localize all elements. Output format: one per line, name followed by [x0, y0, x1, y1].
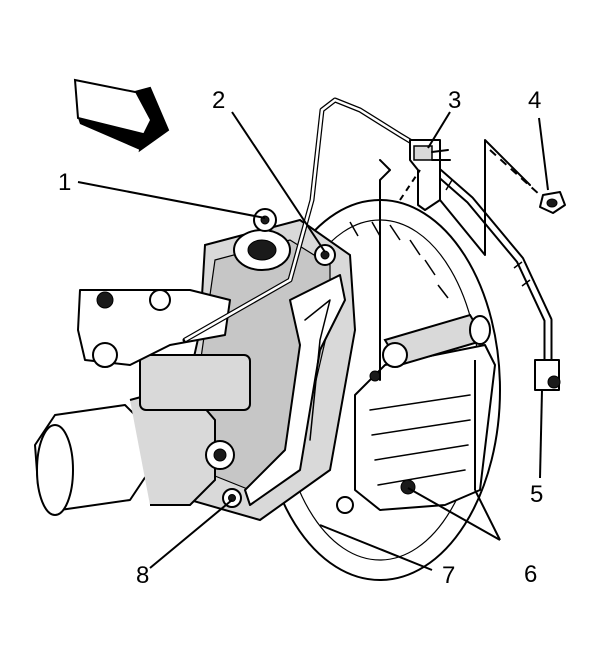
- brake-hose: [425, 160, 561, 391]
- leader-5: [539, 389, 543, 479]
- drive-shaft: [34, 354, 251, 516]
- leader-1: [77, 181, 266, 219]
- leader-6b: [474, 489, 501, 541]
- leader-lines: [77, 111, 549, 571]
- callout-7: 7: [442, 562, 455, 589]
- leader-2: [231, 111, 326, 253]
- suspension-arm: [77, 289, 231, 368]
- callout-3: 3: [448, 87, 461, 114]
- leader-7: [319, 524, 433, 571]
- alignment-lines: [379, 139, 541, 381]
- callout-6: 6: [524, 561, 537, 588]
- callout-5: 5: [530, 481, 543, 508]
- leader-6a: [407, 487, 501, 541]
- callout-8: 8: [136, 562, 149, 589]
- leader-4: [538, 117, 549, 191]
- brake-caliper: [354, 313, 496, 511]
- callout-2: 2: [212, 87, 225, 114]
- callout-4: 4: [528, 87, 541, 114]
- hose-bracket: [409, 139, 451, 211]
- brake-pipe: [182, 97, 428, 343]
- callout-labels: 1 2 3 4 5 6 7 8: [58, 87, 543, 589]
- leader-8: [149, 499, 233, 569]
- retaining-clip: [539, 191, 566, 214]
- direction-arrow-icon: [73, 78, 170, 153]
- callout-1: 1: [58, 169, 71, 196]
- steering-knuckle-bracket: [244, 274, 346, 506]
- leader-3: [427, 111, 451, 149]
- bolts: [222, 208, 354, 514]
